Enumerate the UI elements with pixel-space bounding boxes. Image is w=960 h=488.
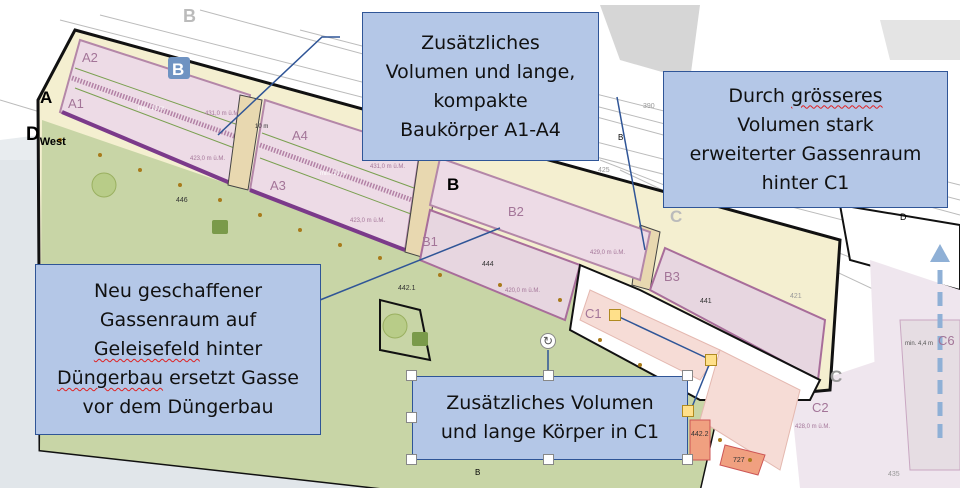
field-label-a2: A2 <box>82 50 98 65</box>
resize-handle-se[interactable] <box>682 454 693 465</box>
label-b-small: B <box>475 468 480 477</box>
connector-handle[interactable] <box>682 405 694 417</box>
zone-label-b: B <box>447 175 459 194</box>
resize-handle-nw[interactable] <box>406 370 417 381</box>
height-label: 428,0 m ü.M. <box>795 424 830 430</box>
parcel-727: 727 <box>733 457 745 464</box>
zone-label-d-west: DWest <box>26 124 66 148</box>
callout-line: und lange Körper in C1 <box>440 421 660 443</box>
callout-line: kompakte <box>433 89 528 112</box>
callout-line: Düngerbau ersetzt Gasse <box>57 367 299 389</box>
callout-line: vor dem Düngerbau <box>82 396 274 418</box>
parcel-444: 444 <box>482 261 494 268</box>
callout-line: Neu geschaffener <box>93 280 263 302</box>
zone-label-c-top: C <box>670 207 682 226</box>
connector-handle[interactable] <box>705 354 717 366</box>
callout-line: Gassenraum auf <box>99 309 257 331</box>
callout-c1-selected[interactable]: Zusätzliches Volumen und lange Körper in … <box>412 376 688 460</box>
callout-connectors <box>217 36 712 413</box>
field-label-a4: A4 <box>292 128 308 143</box>
zone-label-b-top: B <box>183 6 196 26</box>
distance-label: 10 m <box>255 124 268 130</box>
parcel-390: 390 <box>643 103 655 110</box>
parcel-421: 421 <box>790 293 802 300</box>
parcel-442-2: 442.2 <box>691 431 709 438</box>
callout-line: Zusätzliches <box>421 31 540 54</box>
distance-label: min. 10 m <box>320 171 346 177</box>
field-label-b3: B3 <box>664 269 680 284</box>
callout-line: Volumen und lange, <box>385 60 576 83</box>
resize-handle-n[interactable] <box>543 370 554 381</box>
field-label-b1: B1 <box>422 234 438 249</box>
rotate-handle-icon[interactable]: ↻ <box>540 333 556 349</box>
parcel-442-1: 442.1 <box>398 285 416 292</box>
parcel-425: 425 <box>598 167 610 174</box>
resize-handle-w[interactable] <box>406 412 417 423</box>
height-label: 431,0 m ü.M. <box>370 164 405 170</box>
resize-handle-sw[interactable] <box>406 454 417 465</box>
height-label: 431,0 m ü.M. <box>205 111 240 117</box>
zone-label-b-badge: B <box>172 60 184 79</box>
height-label: 423,0 m ü.M. <box>190 156 225 162</box>
label-b-small: B <box>618 133 623 142</box>
height-label: 423,0 m ü.M. <box>350 218 385 224</box>
distance-label: min. 10 m <box>138 106 164 112</box>
field-label-c2: C2 <box>812 400 829 415</box>
callout-line: Durch grösseres <box>728 84 883 107</box>
field-label-b2: B2 <box>508 204 524 219</box>
callout-line: Geleisefeld hinter <box>93 338 263 360</box>
callout-line: Baukörper A1-A4 <box>400 118 561 141</box>
resize-handle-s[interactable] <box>543 454 554 465</box>
distance-label: min. 4,4 m <box>905 341 933 347</box>
resize-handle-ne[interactable] <box>682 370 693 381</box>
callout-line: Volumen stark <box>737 113 874 136</box>
zone-label-d: D <box>900 212 907 222</box>
zone-label-c: C <box>830 367 842 386</box>
callout-line: erweiterter Gassenraum <box>689 142 922 165</box>
field-label-c1: C1 <box>585 306 602 321</box>
field-label-a1: A1 <box>68 96 84 111</box>
parcel-446: 446 <box>176 197 188 204</box>
parcel-441: 441 <box>700 298 712 305</box>
connector-handle[interactable] <box>609 309 621 321</box>
field-label-c6: C6 <box>938 333 955 348</box>
height-label: 420,0 m ü.M. <box>505 288 540 294</box>
field-label-a3: A3 <box>270 178 286 193</box>
tree-dots <box>58 138 752 462</box>
height-label: 429,0 m ü.M. <box>590 250 625 256</box>
parcel-435: 435 <box>888 471 900 478</box>
callout-line: hinter C1 <box>761 171 850 194</box>
callout-line: Zusätzliches Volumen <box>446 392 654 414</box>
zone-label-a: A <box>40 88 52 107</box>
